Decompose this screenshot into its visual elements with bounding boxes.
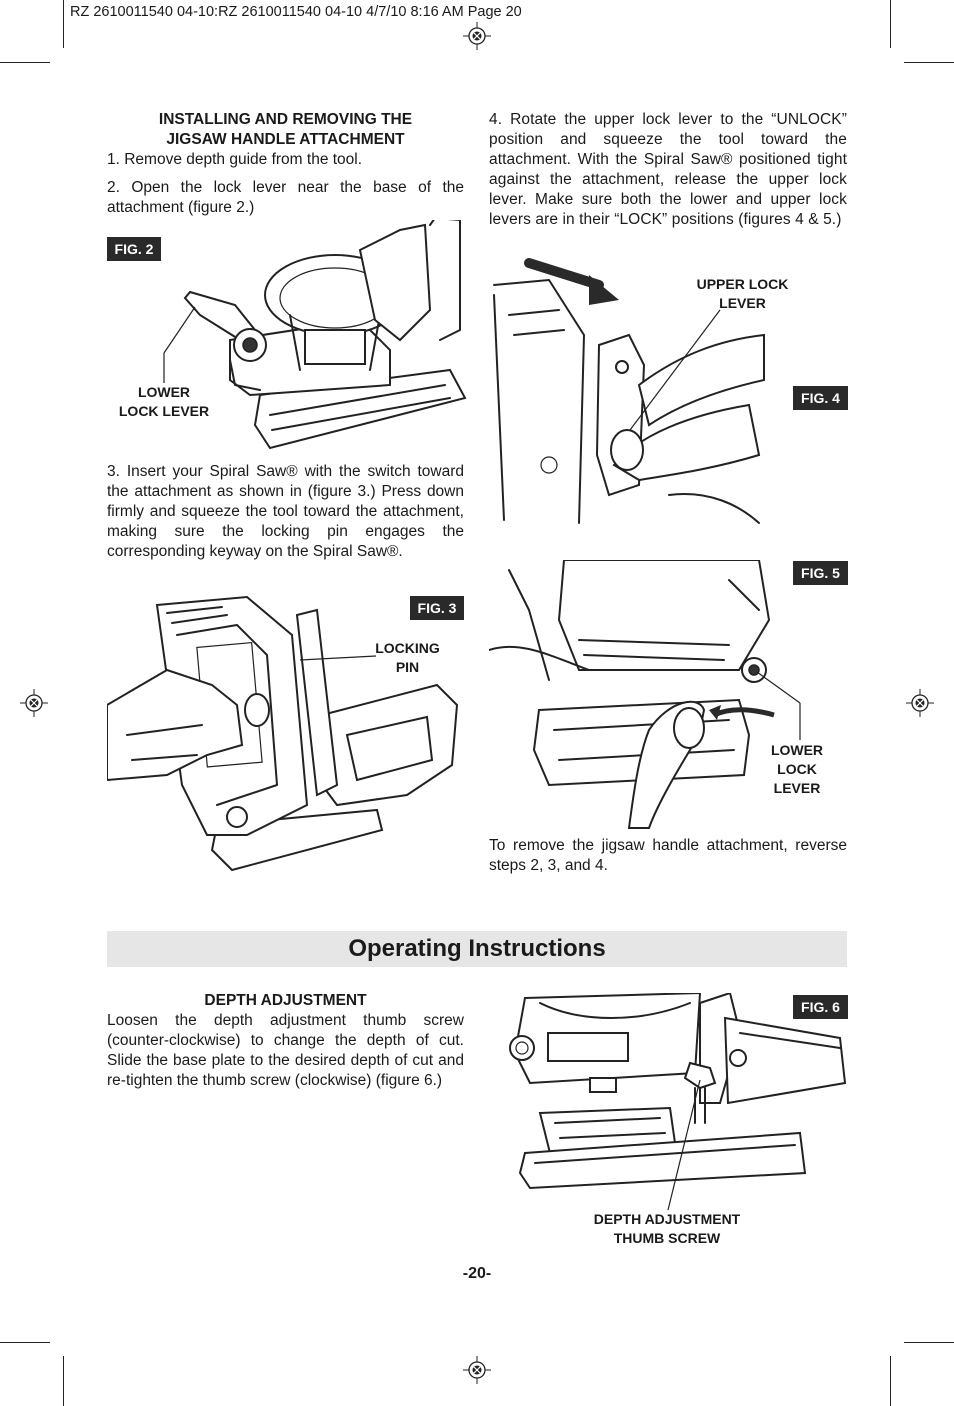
fig-6-label: FIG. 6: [793, 995, 848, 1019]
fig-3-leader-line: [299, 655, 377, 661]
fig-5-callout: LOWER LOCK LEVER: [770, 742, 824, 796]
fig-3-label: FIG. 3: [410, 596, 464, 620]
fig-6-illustration: [509, 993, 847, 1190]
fig-3-illustration: [107, 595, 459, 872]
fig-2-leader-line: [163, 306, 196, 383]
section-header: Operating Instructions: [107, 931, 847, 967]
fig-3-callout: LOCKING PIN: [375, 640, 440, 675]
depth-section: DEPTH ADJUSTMENT Loosen the depth adjust…: [107, 991, 464, 1091]
install-heading: INSTALLING AND REMOVING THE JIGSAW HANDL…: [158, 111, 413, 148]
install-section: INSTALLING AND REMOVING THE JIGSAW HANDL…: [107, 110, 464, 218]
step-4: 4. Rotate the upper lock lever to the “U…: [489, 111, 847, 228]
fig-6-leader-line: [667, 1079, 701, 1211]
fig-5-label: FIG. 5: [793, 561, 848, 585]
registration-mark-bottom-icon: [463, 1356, 491, 1384]
remove-note: To remove the jigsaw handle attachment, …: [489, 837, 847, 874]
fig-2-label: FIG. 2: [107, 237, 161, 261]
fig-5-leader-line: [756, 671, 801, 740]
fig-4-leader-line: [629, 309, 721, 431]
fig-2-callout: LOWER LOCK LEVER: [118, 384, 210, 419]
fig-4-callout: UPPER LOCK LEVER: [696, 276, 789, 311]
fig-6-callout: DEPTH ADJUSTMENT THUMB SCREW: [593, 1211, 741, 1246]
step-2: 2. Open the lock lever near the base of …: [107, 179, 464, 216]
registration-mark-right-icon: [906, 689, 934, 717]
section-title: Operating Instructions: [348, 935, 606, 962]
depth-body: Loosen the depth adjustment thumb screw …: [107, 1012, 464, 1089]
print-slug: RZ 2610011540 04-10:RZ 2610011540 04-10 …: [70, 4, 522, 20]
step-1: 1. Remove depth guide from the tool.: [107, 151, 363, 168]
registration-mark-top-icon: [463, 22, 491, 50]
page-number: -20-: [462, 1265, 492, 1282]
registration-mark-left-icon: [20, 689, 48, 717]
step-3: 3. Insert your Spiral Saw® with the swit…: [107, 463, 464, 560]
fig-4-label: FIG. 4: [793, 386, 848, 410]
fig-5-illustration: [489, 560, 775, 829]
fig-2-illustration: [183, 220, 467, 450]
depth-heading: DEPTH ADJUSTMENT: [204, 992, 367, 1009]
fig-4-illustration: [493, 258, 765, 524]
